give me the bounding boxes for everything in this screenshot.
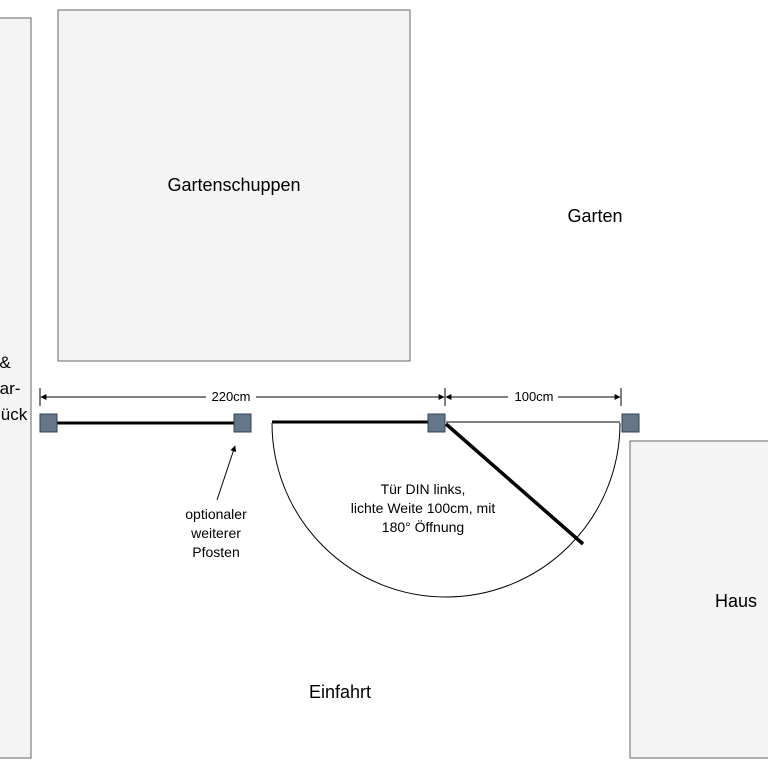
door-leaf (444, 422, 585, 546)
fence-post-1 (39, 413, 58, 433)
fence-post-latch (621, 413, 640, 433)
fence-post-hinge (427, 413, 446, 433)
post-note-line-3: Pfosten (192, 544, 239, 560)
left-building-label-1: & (0, 353, 11, 372)
house-label: Haus (715, 591, 757, 611)
driveway-label: Einfahrt (309, 682, 371, 702)
post-note-line-1: optionaler (185, 506, 247, 522)
garden-shed-label: Gartenschuppen (167, 175, 300, 195)
optional-post-arrow (216, 445, 237, 501)
garden-shed (57, 9, 411, 362)
door-swing-arc (271, 422, 621, 598)
post-note-line-2: weiterer (190, 525, 241, 541)
door-note-line-1: Tür DIN links, (381, 481, 466, 497)
left-building-label-2: ar- (0, 379, 20, 398)
left-building (0, 17, 32, 759)
house (629, 440, 768, 759)
door-note-line-2: lichte Weite 100cm, mit (351, 500, 496, 516)
fence-post-optional (233, 413, 252, 433)
left-building-label-3: ück (1, 405, 28, 424)
door-note-line-3: 180° Öffnung (382, 518, 464, 535)
dimension-label-right: 100cm (514, 389, 553, 404)
garden-label: Garten (567, 206, 622, 226)
dimension-label-left: 220cm (211, 389, 250, 404)
